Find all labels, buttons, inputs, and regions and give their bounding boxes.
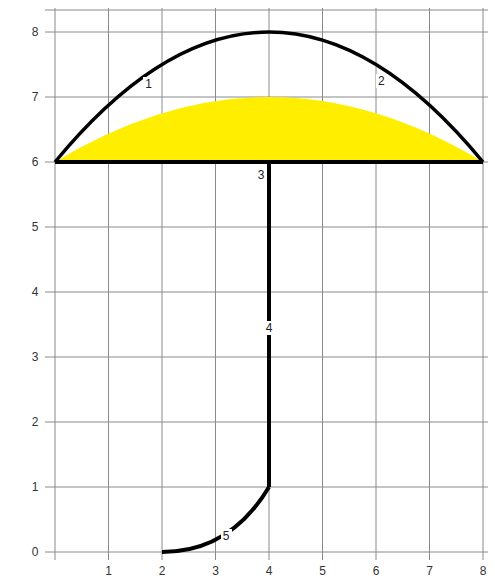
grid-line (45, 227, 488, 228)
axis-tick-label: 2 (159, 564, 166, 578)
axis-tick-label: 4 (32, 285, 39, 299)
callout-number: 3 (256, 168, 267, 182)
axis-tick-label: 8 (32, 25, 39, 39)
axis-tick-label: 4 (266, 564, 273, 578)
axis-tick-label: 1 (105, 564, 112, 578)
axis-tick-label: 0 (32, 545, 39, 559)
grid-line (45, 552, 488, 553)
grid-line (45, 357, 488, 358)
axis-tick-label: 7 (32, 90, 39, 104)
grid-line (108, 8, 109, 560)
grid-line (55, 8, 56, 560)
grid-line (45, 162, 488, 163)
canopy-arc (55, 32, 483, 162)
grid-line (162, 8, 163, 560)
grid-line (429, 8, 430, 560)
grid-line (269, 8, 270, 560)
grid-line (376, 8, 377, 560)
handle-hook (162, 487, 269, 552)
grid-line (45, 422, 488, 423)
callout-number: 5 (221, 529, 232, 543)
grid-line (45, 292, 488, 293)
grid-line (322, 8, 323, 560)
grid-line (45, 10, 488, 11)
canopy-lower (55, 97, 483, 162)
axis-tick-label: 5 (319, 564, 326, 578)
axis-tick-label: 1 (32, 480, 39, 494)
axis-tick-label: 3 (212, 564, 219, 578)
axis-tick-label: 7 (426, 564, 433, 578)
callout-number: 4 (264, 321, 275, 335)
axis-tick-label: 2 (32, 415, 39, 429)
axis-tick-label: 5 (32, 220, 39, 234)
grid-line (215, 8, 216, 560)
axis-tick-label: 6 (373, 564, 380, 578)
axis-tick-label: 6 (32, 155, 39, 169)
axis-tick-label: 3 (32, 350, 39, 364)
callout-number: 2 (376, 74, 387, 88)
axis-tick-label: 8 (480, 564, 487, 578)
grid (45, 8, 488, 560)
callout-number: 1 (143, 77, 154, 91)
grid-line (483, 8, 484, 560)
